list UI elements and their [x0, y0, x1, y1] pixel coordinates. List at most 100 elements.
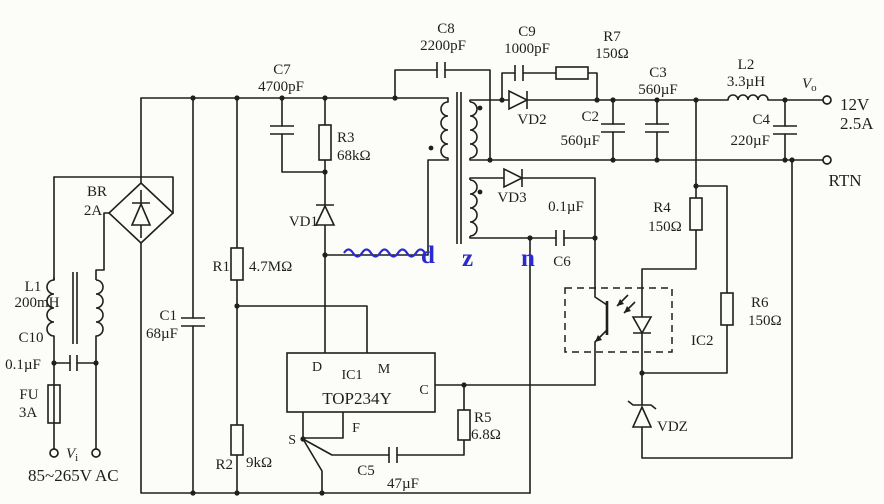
vout-symbol: V: [802, 76, 813, 92]
optocoupler-symbol: [564, 287, 673, 353]
capacitor-c8-symbol: [436, 62, 446, 78]
capacitor-c6-symbol: [555, 230, 565, 246]
resistor-r3-symbol: [318, 124, 332, 161]
emitter-arrow: [595, 335, 602, 342]
resistor-r5-symbol: [457, 409, 471, 441]
wire-vdz-return: [641, 159, 793, 459]
transformer-symbol: [428, 92, 483, 244]
label-c5-ref: C5: [357, 463, 375, 479]
ic1-box: [286, 352, 436, 413]
label-r6-ref: R6: [751, 295, 769, 311]
label-r3-ref: R3: [337, 130, 355, 146]
resistor-r7-symbol: [555, 66, 589, 80]
label-c6-ref: C6: [553, 254, 571, 270]
wire-primary-gnd-rail: [140, 242, 531, 494]
label-ic1-pin-m: M: [378, 362, 391, 377]
label-c9-ref: C9: [518, 24, 536, 40]
vout-sub: o: [811, 82, 817, 94]
wire-primary-return: [324, 97, 449, 256]
label-r6-value: 150Ω: [748, 313, 782, 329]
diode-vd2-symbol: [508, 89, 529, 111]
label-r4-ref: R4: [653, 200, 671, 216]
label-l1-ref: L1: [25, 279, 42, 295]
fuse-symbol: [47, 384, 61, 424]
label-rtn: RTN: [829, 171, 862, 190]
label-c7-ref: C7: [273, 62, 291, 78]
wire-r1-r2-m: [236, 97, 368, 494]
capacitor-c1-symbol: [181, 317, 205, 327]
capacitor-c9-symbol: [514, 65, 524, 81]
label-c3-ref: C3: [649, 65, 667, 81]
watermark-n: n: [521, 245, 535, 272]
label-r5-value: 6.8Ω: [471, 427, 501, 443]
label-r1-ref: R1: [212, 259, 230, 275]
resistor-r1-symbol: [230, 247, 244, 281]
label-c4-value: 220µF: [731, 133, 771, 149]
label-ic1-pin-d: D: [312, 360, 322, 375]
label-vd3: VD3: [497, 190, 526, 206]
wire-feedback: [641, 99, 728, 374]
wire-c8: [394, 69, 491, 161]
label-ic1-pin-s: S: [288, 433, 296, 448]
wire-c7: [281, 97, 326, 173]
wire-ac-top: [53, 176, 174, 214]
label-br-value: 2A: [84, 203, 103, 219]
wire-r5-c5: [302, 384, 465, 456]
watermark-z: z: [462, 245, 473, 272]
label-vout-current: 2.5A: [840, 114, 874, 133]
wiring: [53, 69, 824, 494]
label-c7-value: 4700pF: [258, 79, 304, 95]
ic2-dashed-box: [564, 287, 673, 353]
label-c6-value: 0.1µF: [548, 199, 584, 215]
label-br-ref: BR: [87, 184, 107, 200]
capacitor-c7-symbol: [270, 125, 294, 135]
label-c3-value: 560µF: [638, 82, 678, 98]
label-ic2: IC2: [691, 333, 714, 349]
rtn-terminal: [822, 155, 832, 165]
diode-vd3-symbol: [503, 167, 524, 189]
watermark-d: d: [421, 242, 435, 269]
zener-vdz-symbol: [627, 400, 657, 428]
wire-s-f: [302, 411, 344, 494]
label-c5-value: 47µF: [387, 476, 419, 492]
label-r1-value: 4.7MΩ: [249, 259, 292, 275]
resistor-r6-symbol: [720, 292, 734, 326]
label-vout-voltage: 12V: [840, 95, 870, 114]
vout-terminal: [822, 95, 832, 105]
ac-input-terminal-left: [49, 448, 59, 458]
label-c1-value: 68µF: [146, 326, 178, 342]
label-r2-value: 9kΩ: [246, 455, 272, 471]
vin-symbol: V: [66, 446, 77, 462]
label-vd2: VD2: [517, 112, 546, 128]
opto-led-symbol: [631, 316, 653, 335]
label-c8-value: 2200pF: [420, 38, 466, 54]
inductor-l2-symbol: [727, 94, 769, 101]
label-c2-value: 560µF: [561, 133, 601, 149]
label-vout: Vo: [802, 76, 817, 94]
secondary-polarity-dot: [477, 105, 483, 111]
label-fu-ref: FU: [19, 387, 38, 403]
label-ic1-ref: IC1: [342, 368, 363, 383]
label-c10-value: 0.1µF: [5, 357, 41, 373]
capacitor-c4-symbol: [773, 125, 797, 135]
label-c2-ref: C2: [581, 109, 599, 125]
watermark-squiggle: [343, 248, 426, 258]
label-ic1-pin-c: C: [419, 383, 428, 398]
diode-vd1-symbol: [314, 204, 336, 226]
capacitor-c10-symbol: [69, 355, 78, 371]
vin-sub: i: [75, 452, 78, 464]
label-fu-value: 3A: [19, 405, 38, 421]
label-r7-value: 150Ω: [595, 46, 629, 62]
label-c4-ref: C4: [752, 112, 770, 128]
label-ic1-pin-f: F: [352, 421, 360, 436]
label-ic1-part: TOP234Y: [322, 389, 392, 408]
resistor-r4-symbol: [689, 197, 703, 231]
capacitor-c2-symbol: [601, 123, 625, 133]
primary-polarity-dot: [428, 145, 434, 151]
label-r7-ref: R7: [603, 29, 621, 45]
label-c10-ref: C10: [18, 330, 43, 346]
label-c8-ref: C8: [437, 21, 455, 37]
ac-input-terminal-right: [91, 448, 101, 458]
